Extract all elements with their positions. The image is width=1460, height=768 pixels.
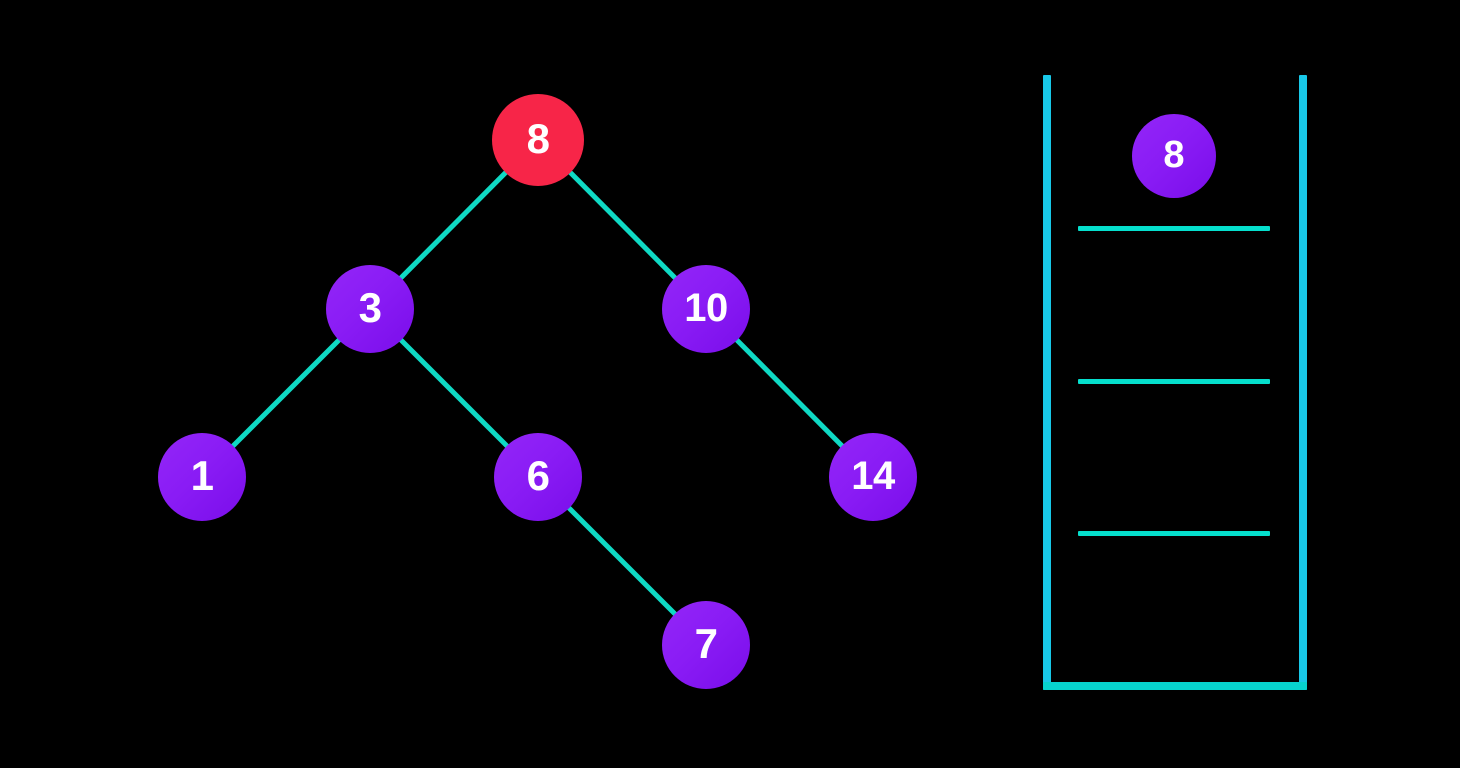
stack-bottom-rail (1043, 682, 1307, 690)
stack-item-8[interactable]: 8 (1132, 114, 1216, 198)
tree-node-1[interactable]: 1 (158, 433, 246, 521)
tree-node-label: 14 (851, 454, 895, 498)
tree-node-14[interactable]: 14 (829, 433, 917, 521)
tree-node-label: 1 (190, 452, 214, 499)
stack-right-rail (1299, 75, 1307, 690)
tree-node-10[interactable]: 10 (662, 265, 750, 353)
tree-node-6[interactable]: 6 (494, 433, 582, 521)
tree-node-label: 10 (684, 286, 728, 330)
slot-divider-3 (1078, 531, 1270, 536)
stack-item-label: 8 (1163, 134, 1185, 176)
tree-node-3[interactable]: 3 (326, 265, 414, 353)
tree-node-7[interactable]: 7 (662, 601, 750, 689)
stack-left-rail (1043, 75, 1051, 690)
tree-node-label: 3 (358, 284, 382, 331)
tree-node-label: 7 (694, 620, 718, 667)
slot-divider-2 (1078, 379, 1270, 384)
tree-node-8[interactable]: 8 (492, 94, 584, 186)
tree-node-label: 8 (526, 115, 550, 162)
tree-node-label: 6 (526, 452, 550, 499)
slot-divider-1 (1078, 226, 1270, 231)
